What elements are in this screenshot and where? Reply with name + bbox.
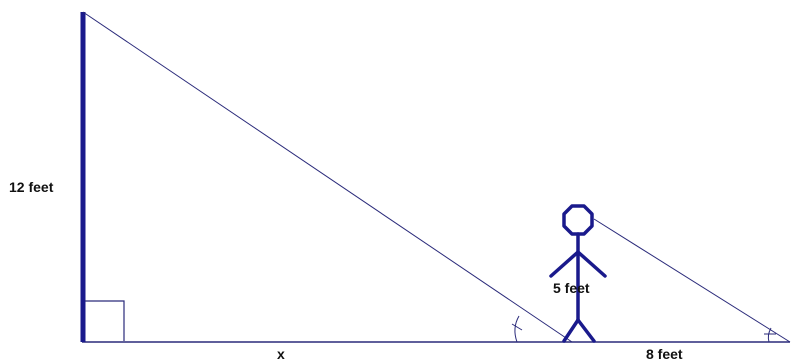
- angle-mark-small-triangle: [764, 327, 776, 343]
- stick-figure-person: [549, 204, 607, 343]
- angle-mark-large-triangle: [511, 315, 523, 343]
- person-height-label: 5 feet: [553, 280, 590, 296]
- pole-height-label: 12 feet: [9, 179, 54, 195]
- person-left-arm: [549, 250, 580, 278]
- unknown-distance-label: x: [277, 346, 285, 362]
- small-hypotenuse: [593, 218, 791, 343]
- shadow-length-label: 8 feet: [646, 346, 683, 362]
- person-head: [562, 204, 594, 236]
- person-right-leg: [576, 318, 596, 343]
- right-angle-marker: [85, 300, 125, 341]
- large-hypotenuse: [82, 11, 573, 343]
- person-right-arm: [576, 250, 607, 278]
- person-left-leg: [562, 318, 580, 343]
